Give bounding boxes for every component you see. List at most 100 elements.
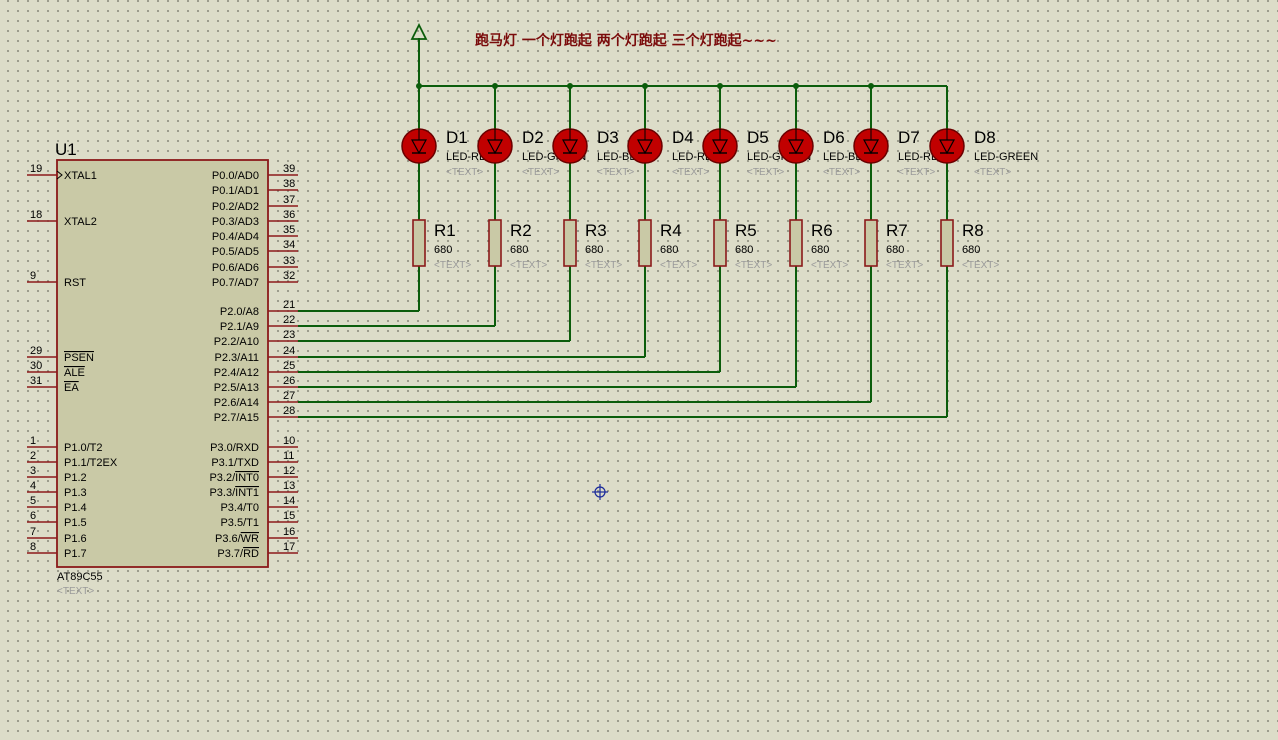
resistor-value: 680 bbox=[660, 244, 678, 256]
pin-number: 37 bbox=[283, 194, 295, 206]
chip-pin-5[interactable]: 5P1.4 bbox=[27, 495, 87, 514]
cursor-crosshair-icon bbox=[592, 484, 608, 500]
resistor-value: 680 bbox=[811, 244, 829, 256]
pin-number: 26 bbox=[283, 375, 295, 387]
pin-label: P3.5/T1 bbox=[220, 517, 259, 529]
resistor-text-placeholder: <TEXT> bbox=[510, 260, 547, 271]
pin-label: P0.2/AD2 bbox=[212, 201, 259, 213]
chip-pin-1[interactable]: 1P1.0/T2 bbox=[27, 435, 103, 454]
chip-pin-8[interactable]: 8P1.7 bbox=[27, 541, 87, 560]
microcontroller-u1[interactable]: U1AT89C55<TEXT>19XTAL118XTAL29RST29PSEN3… bbox=[27, 140, 298, 597]
pin-number: 7 bbox=[30, 526, 36, 538]
pin-number: 3 bbox=[30, 465, 36, 477]
pin-label: P3.6/WR bbox=[215, 533, 259, 545]
resistor-body-icon bbox=[864, 219, 878, 267]
junction-dot-icon bbox=[717, 83, 723, 89]
led-text-placeholder: <TEXT> bbox=[597, 167, 634, 178]
pin-label: P0.5/AD5 bbox=[212, 246, 259, 258]
pin-number: 38 bbox=[283, 178, 295, 190]
led-array: D1LED-RED<TEXT>D2LED-GREEN<TEXT>D3LED-BL… bbox=[401, 128, 1038, 178]
chip-pin-2[interactable]: 2P1.1/T2EX bbox=[27, 450, 118, 469]
pin-label: XTAL1 bbox=[64, 170, 97, 182]
led-text-placeholder: <TEXT> bbox=[974, 167, 1011, 178]
chip-pin-6[interactable]: 6P1.5 bbox=[27, 510, 87, 529]
pin-number: 31 bbox=[30, 375, 42, 387]
pin-label: P0.0/AD0 bbox=[212, 170, 259, 182]
pin-label: P1.1/T2EX bbox=[64, 457, 118, 469]
pin-number: 4 bbox=[30, 480, 36, 492]
led-text-placeholder: <TEXT> bbox=[898, 167, 935, 178]
resistor-body-icon bbox=[412, 219, 426, 267]
resistor-body-icon bbox=[563, 219, 577, 267]
power-terminal[interactable] bbox=[410, 22, 428, 86]
chip-body[interactable] bbox=[56, 159, 269, 568]
pin-number: 13 bbox=[283, 480, 295, 492]
led-text-placeholder: <TEXT> bbox=[672, 167, 709, 178]
pin-number: 11 bbox=[283, 450, 294, 462]
pin-label: P3.4/T0 bbox=[220, 502, 259, 514]
pin-number: 18 bbox=[30, 209, 42, 221]
led-text-placeholder: <TEXT> bbox=[747, 167, 784, 178]
pin-label: P3.7/RD bbox=[217, 548, 259, 560]
pin-number: 2 bbox=[30, 450, 36, 462]
chip-pin-7[interactable]: 7P1.6 bbox=[27, 526, 87, 545]
led-refdes: D1 bbox=[446, 128, 468, 147]
led-text-placeholder: <TEXT> bbox=[446, 167, 483, 178]
chip-pin-4[interactable]: 4P1.3 bbox=[27, 480, 87, 499]
led-part-name: LED-GREEN bbox=[974, 151, 1038, 163]
pin-label: P0.6/AD6 bbox=[212, 262, 259, 274]
led-refdes: D7 bbox=[898, 128, 920, 147]
pin-number: 30 bbox=[30, 360, 42, 372]
pin-number: 6 bbox=[30, 510, 36, 522]
pin-label: P0.4/AD4 bbox=[212, 231, 259, 243]
junction-dot-icon bbox=[492, 83, 498, 89]
chip-pin-3[interactable]: 3P1.2 bbox=[27, 465, 87, 484]
pin-label: P2.1/A9 bbox=[220, 321, 259, 333]
